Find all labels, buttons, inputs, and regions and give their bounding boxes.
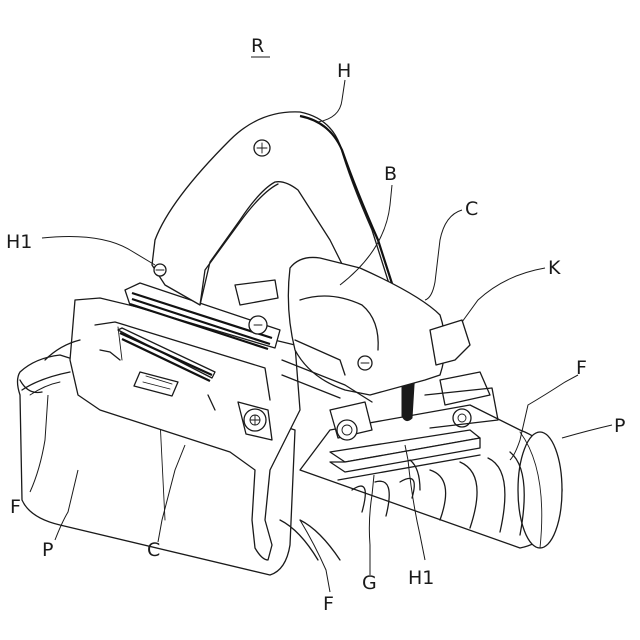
label-B: B (384, 163, 397, 185)
label-K: K (548, 257, 561, 279)
label-G: G (362, 572, 377, 594)
label-C-bottom: C (147, 539, 160, 561)
label-P-left: P (42, 539, 53, 561)
label-F-left: F (10, 496, 21, 518)
label-C-top: C (465, 198, 478, 220)
label-P-right: P (614, 415, 625, 437)
label-F-right: F (576, 357, 587, 379)
label-H: H (337, 60, 351, 82)
label-H1-bottom: H1 (408, 567, 434, 589)
label-F-bottom: F (323, 593, 334, 615)
label-H1-left: H1 (6, 231, 32, 253)
label-R: R (251, 35, 264, 57)
